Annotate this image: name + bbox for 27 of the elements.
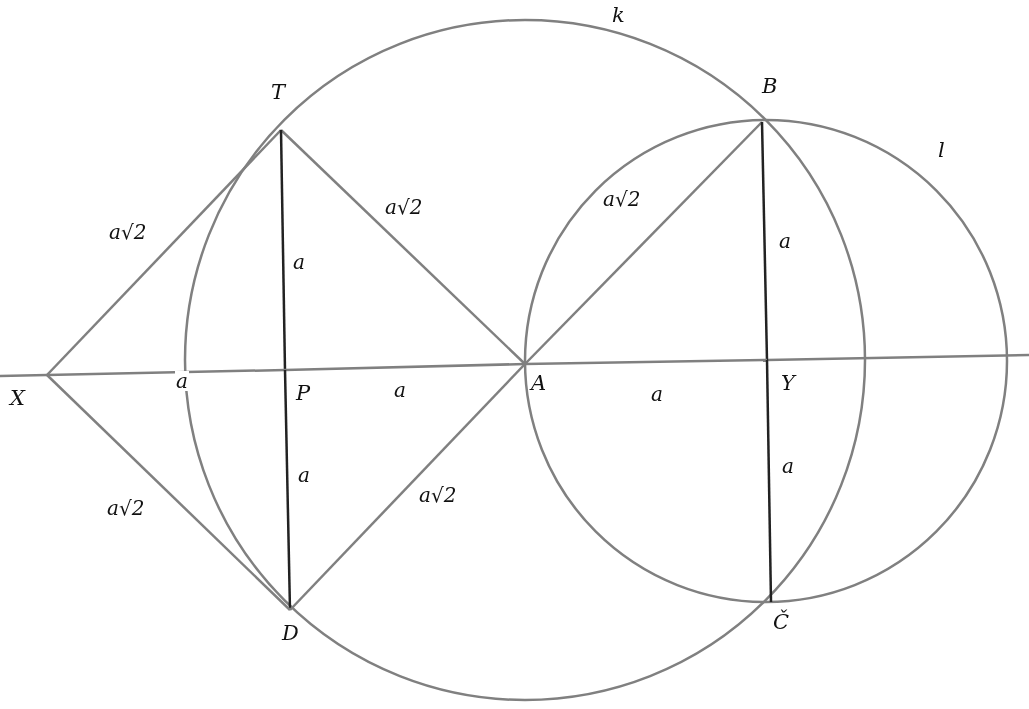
line-segment bbox=[46, 374, 291, 611]
point-label: Y bbox=[781, 373, 795, 394]
point-label: A bbox=[531, 373, 547, 394]
point-label: P bbox=[296, 383, 311, 404]
point-label: T bbox=[271, 82, 285, 103]
line-segment bbox=[280, 129, 526, 365]
circle-label: k bbox=[612, 5, 625, 26]
line-segment bbox=[524, 358, 768, 366]
line-segment bbox=[284, 362, 526, 372]
line-segment bbox=[283, 369, 292, 611]
line-segment bbox=[289, 363, 526, 611]
line-segment bbox=[765, 359, 773, 603]
line-segment bbox=[760, 121, 769, 361]
edge-label: a√2 bbox=[384, 197, 424, 217]
line-segment bbox=[279, 129, 287, 371]
edge-label: a√2 bbox=[418, 485, 458, 505]
line-segment bbox=[524, 121, 763, 365]
point-label: X bbox=[10, 388, 25, 409]
edge-label: a bbox=[175, 371, 189, 391]
circle-label: l bbox=[938, 140, 945, 161]
line-segment bbox=[46, 129, 282, 376]
edge-label: a√2 bbox=[108, 222, 148, 242]
point-label: B bbox=[762, 76, 778, 97]
point-label: D bbox=[282, 623, 299, 644]
edge-label: a√2 bbox=[602, 189, 642, 209]
edge-label: a√2 bbox=[106, 498, 146, 518]
line-segment bbox=[46, 368, 286, 377]
